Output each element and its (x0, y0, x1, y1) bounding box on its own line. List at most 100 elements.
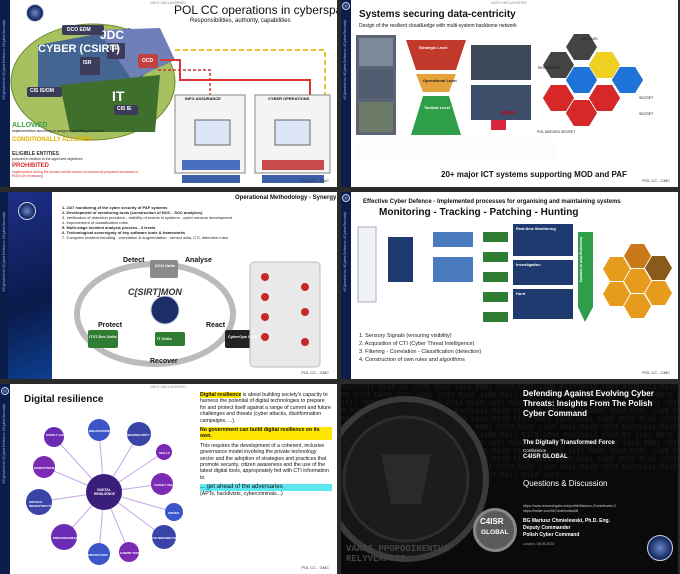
cis-ie-label: CIS IE (117, 106, 132, 112)
classification-label: NATO UNCLASSIFIED (150, 385, 186, 389)
resilience-node: VULNERABILITIES (152, 536, 179, 540)
it-units: IT Units (157, 336, 172, 341)
gov-logo-label: gov.pl (501, 110, 516, 116)
stage-analyse: Analyse (185, 257, 212, 264)
emblem-ring-text: VAAAI PPOPOOINENTUA RELYVERPRZI (346, 544, 449, 564)
it-label: IT (112, 88, 125, 104)
cyber-command-emblem (18, 202, 36, 220)
synergy-cycle-diagram (74, 260, 321, 368)
slide-footer: POL CC - GMC (301, 370, 329, 375)
sidebar-hashtags: #CyberIsNot #CyberDefence #CyberSecurity (1, 20, 6, 100)
conference-label: Conference (523, 448, 547, 453)
cyber-csirt-label: CYBER (CSIRT) (38, 43, 120, 55)
investigation-label: Investigation (516, 262, 541, 267)
slide-effective-cyber-defence[interactable]: #CyberIsNot #CyberDefence #CyberSecurity… (341, 192, 678, 379)
methodology-item: 3. Verification of detection precision -… (62, 215, 233, 220)
resilience-node: SKILLS (159, 451, 170, 455)
resilience-paragraph: This requires the development of a coher… (200, 442, 329, 481)
twitter-link[interactable]: https://twitter.com/MChmielewskiMil (523, 509, 579, 513)
isr-label: ISR (110, 46, 119, 52)
defence-list-item: 3. Filtering - Correlation - Classificat… (359, 349, 482, 355)
highlight-term: Digital resilience (200, 392, 242, 398)
legend-prohibited: PROHIBITED (12, 163, 50, 169)
hex-label: SECRET (639, 96, 654, 100)
speaker-name: BG Mariusz Chmielewski, Ph.D. Eng. (523, 518, 610, 524)
classification-label: NATO UNCLASSIFIED (150, 1, 186, 5)
conference-theme: The Digitally Transformed Force (523, 440, 615, 446)
c4isr-global-badge (473, 508, 517, 552)
slide-operational-methodology[interactable]: #CyberIsNot #CyberDefence #CyberSecurity… (0, 192, 337, 379)
isr-label: ISR (83, 60, 92, 66)
researchgate-link[interactable]: https://www.researchgate.net/profile/Mar… (523, 504, 616, 508)
slide-footer: POL CC - GMC (301, 178, 329, 183)
maturity-arrow-label: Increasing level of maturity (579, 237, 583, 283)
resilience-paragraph: (APTs, hacktivists, cybercriminals...) (200, 490, 283, 497)
hex-label: SECRET (639, 112, 654, 116)
defence-list-item: 2. Acquisition of CTI (Cyber Threat Inte… (359, 341, 475, 347)
badge-c4isr: C4ISR (480, 517, 504, 526)
slide-sidebar: #CyberIsNot #CyberDefence #CyberSecurity (341, 192, 351, 379)
sidebar-hashtags: #CyberIsNot #CyberDefence #CyberSecurity (1, 212, 6, 292)
stage-react: React (206, 322, 226, 329)
methodology-item: 1. 24/7 monitoring of the cyber security… (62, 205, 168, 210)
event-date: London, 06.05.2025 (523, 542, 555, 546)
csirtmon-logo: C[SIRT]MON (128, 287, 182, 297)
slide-title: Effective Cyber Defence - Implemented pr… (363, 199, 621, 205)
slide-subtitle: Design of the resilient cloud&edge with … (359, 23, 517, 29)
sidebar-hashtags: #CyberIsNot #CyberDefence #CyberSecurity (1, 404, 6, 484)
stage-detect: Detect (123, 257, 145, 264)
resilience-text-block: Digital resilience is about building soc… (200, 392, 332, 497)
tactical-level: Tactical Level (424, 105, 450, 110)
hex-label: RESTRICTED (538, 66, 561, 70)
data-centricity-diagram (356, 34, 643, 160)
slide-data-centricity[interactable]: #CyberIsNot #CyberDefence #CyberSecurity… (341, 0, 678, 187)
resilience-node: HYBRID THREATS (120, 551, 147, 555)
digital-resilience-wheel (26, 419, 183, 565)
defence-list-item: 4. Construction of own rules and algorit… (359, 357, 465, 363)
methodology-list: 1. 24/7 monitoring of the cyber security… (62, 205, 332, 240)
cyber-command-emblem (1, 387, 9, 395)
legend-allowed: ALLOWED (12, 122, 48, 129)
jdc-label: JDC (100, 28, 125, 42)
stage-protect: Protect (98, 322, 123, 329)
cyber-ops-label: CYBER OPERATIONS (268, 96, 310, 101)
slide-sidebar: #CyberIsNot #CyberDefence #CyberSecurity (0, 384, 10, 574)
strategic-level: Strategic Level (419, 45, 448, 50)
questions-heading: Questions & Discussion (523, 479, 608, 488)
slide-bottom-banner: 20+ major ICT systems supporting MOD and… (441, 170, 627, 179)
resilience-node: PROTECTION (88, 553, 108, 557)
slide-sidebar: #CyberIsNot #CyberDefence #CyberSecurity (341, 0, 351, 187)
slide-title: Digital resilience (24, 394, 104, 405)
resilience-node: CRISES (168, 511, 180, 515)
real-time-monitoring-label: Real-time Monitoring (516, 226, 556, 231)
methodology-item: 4. Improvement of classification rules (62, 220, 128, 225)
methodology-item: 7. Computer incident handling - correlat… (62, 235, 228, 240)
slide-operations-cyberspace[interactable]: #CyberIsNot #CyberDefence #CyberSecurity… (0, 0, 337, 187)
slide-digital-resilience[interactable]: #CyberIsNot #CyberDefence #CyberSecurity… (0, 384, 337, 574)
cyber-command-emblem (647, 535, 673, 561)
cyber-venn-diagram (10, 23, 331, 183)
legend-prohibited-desc: implemented during the armed conflict ba… (12, 170, 139, 178)
cyber-command-large-emblem (341, 396, 489, 562)
slide-title: Defending Against Evolving Cyber Threats… (523, 389, 654, 418)
hunt-label: Hunt (516, 291, 526, 296)
classification-label: NATO UNCLASSIFIED (491, 1, 527, 5)
resilience-node: DISRUPTIONS (34, 466, 55, 470)
defence-list-item: 1. Sensory Signals (ensuring visibility) (359, 333, 452, 339)
ocd-label: OCD (142, 58, 154, 64)
slide-title: POL CC operations in cyberspace (174, 3, 337, 17)
resilience-highlight-cta: ... get ahead of the adversaries (200, 484, 332, 491)
cyber-command-emblem (342, 2, 350, 10)
slide-headline: Monitoring - Tracking - Patching - Hunti… (379, 207, 579, 218)
slide-title-closing[interactable]: 01001011 0110 01 1101 0010 1111 0001 101… (341, 384, 678, 574)
cyber-defence-list: 1. Sensory Signals (ensuring visibility)… (359, 332, 579, 364)
resilience-node: PREPAREDNESS (53, 536, 78, 540)
slide-sidebar: #CyberIsNot #CyberDefence #CyberSecurity (0, 0, 10, 187)
resilience-node: BREAKDOWNS (89, 429, 112, 433)
cyber-command-emblem (342, 194, 350, 202)
badge-global: GLOBAL (481, 529, 509, 536)
slide-title: Systems securing data-centricity (359, 9, 516, 20)
legend-eligible: ELIGIBLE ENTITIES (12, 151, 59, 157)
legend-allowed-desc: implementation according to assigned ope… (12, 129, 105, 133)
